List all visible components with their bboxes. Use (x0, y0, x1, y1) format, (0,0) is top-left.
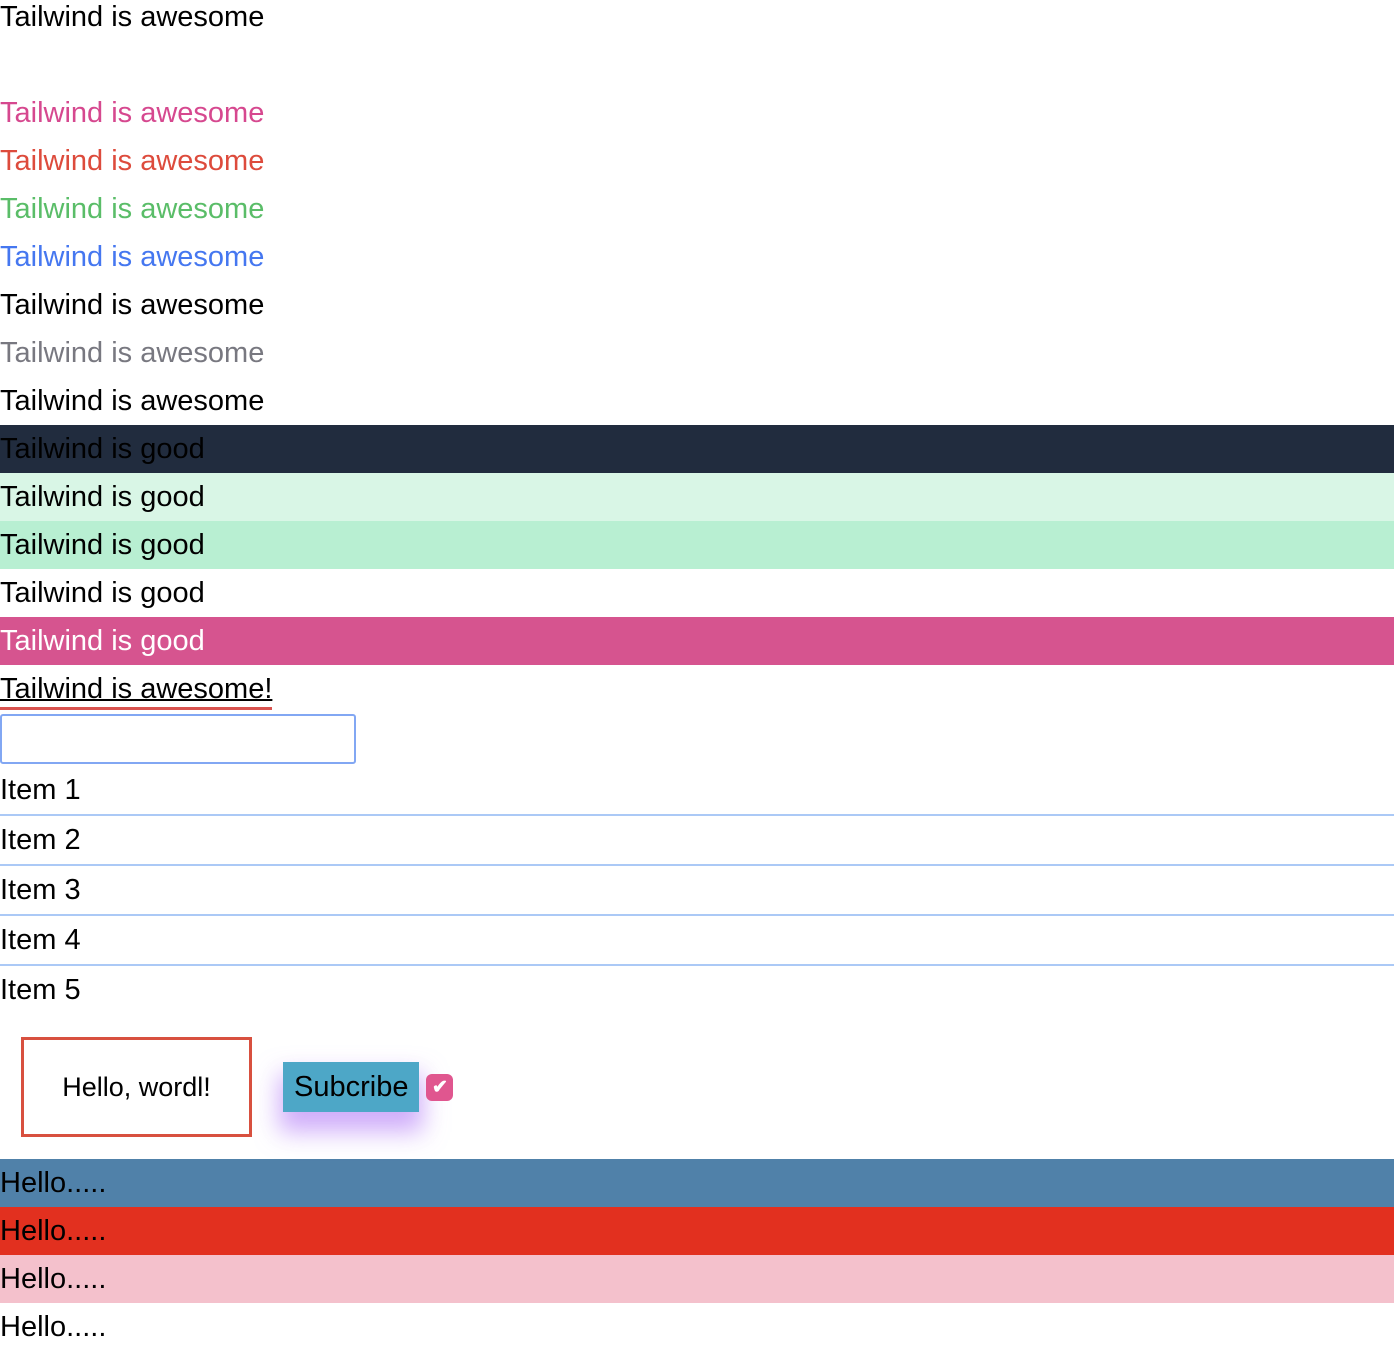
subscribe-button[interactable]: Subcribe (283, 1062, 420, 1112)
list-item: Item 2 (0, 816, 1394, 866)
colored-line-black-2: Tailwind is awesome (0, 385, 265, 417)
colored-line-red: Tailwind is awesome (0, 145, 265, 177)
list-item: Item 4 (0, 916, 1394, 966)
checkmark-icon: ✔ (432, 1076, 448, 1098)
colored-line-pink: Tailwind is awesome (0, 97, 265, 129)
underlined-line: Tailwind is awesome! (0, 665, 1394, 713)
hello-row-white: Hello..... (0, 1303, 1394, 1351)
colored-line-blue: Tailwind is awesome (0, 241, 265, 273)
list-item: Item 1 (0, 766, 1394, 816)
good-row-dark: Tailwind is good (0, 425, 1394, 473)
underlined-text: Tailwind is awesome! (0, 671, 273, 710)
hello-row-red: Hello..... (0, 1207, 1394, 1255)
hello-rows: Hello..... Hello..... Hello..... Hello..… (0, 1159, 1394, 1351)
subscribe-checkbox[interactable]: ✔ (426, 1073, 454, 1101)
good-row-pink: Tailwind is good (0, 617, 1394, 665)
hello-card-text: Hello, wordl! (62, 1071, 211, 1102)
colored-line-black: Tailwind is awesome (0, 289, 265, 321)
intro-text: Tailwind is awesome (0, 1, 265, 33)
list-item: Item 3 (0, 866, 1394, 916)
hello-row-pink: Hello..... (0, 1255, 1394, 1303)
item-list: Item 1 Item 2 Item 3 Item 4 Item 5 (0, 766, 1394, 1014)
hello-row-blue: Hello..... (0, 1159, 1394, 1207)
hello-section: Hello, wordl! Subcribe ✔ (0, 1037, 1394, 1137)
good-row-white: Tailwind is good (0, 569, 1394, 617)
list-item: Item 5 (0, 974, 81, 1006)
colored-line-green: Tailwind is awesome (0, 193, 265, 225)
good-row-light-green: Tailwind is good (0, 473, 1394, 521)
good-row-green: Tailwind is good (0, 521, 1394, 569)
colored-line-gray: Tailwind is awesome (0, 337, 265, 369)
hello-card: Hello, wordl! (21, 1037, 252, 1137)
text-input[interactable] (0, 714, 356, 764)
